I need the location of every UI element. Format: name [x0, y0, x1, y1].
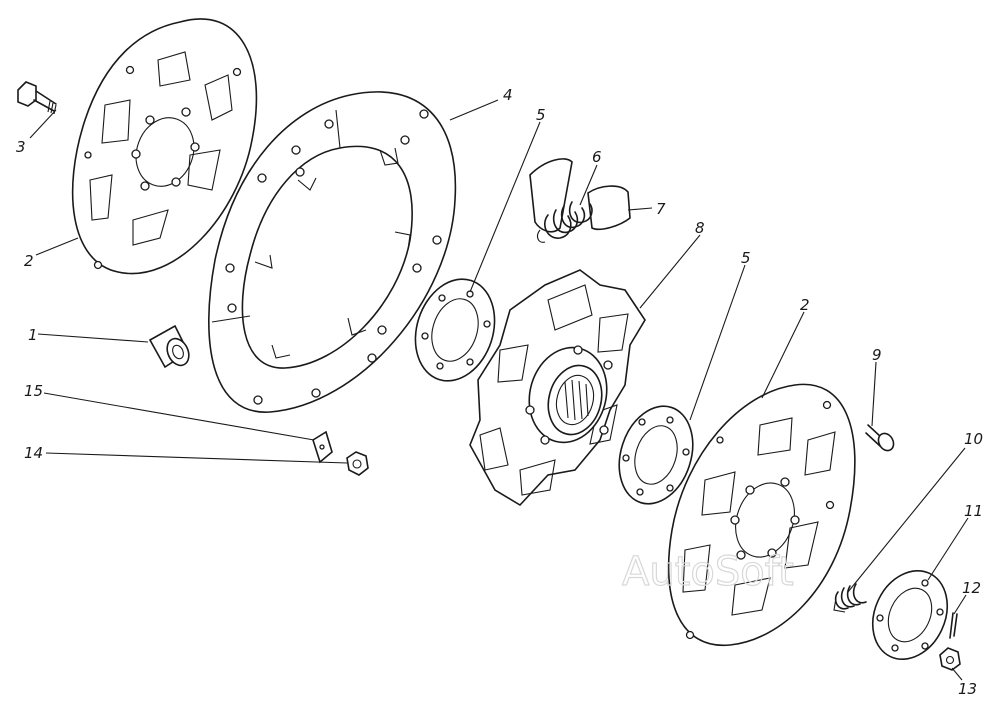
leader-lines — [29, 99, 969, 681]
label-3: 3 — [16, 138, 26, 156]
label-5b: 5 — [741, 249, 751, 267]
label-5a: 5 — [536, 106, 546, 124]
nut-14 — [346, 451, 369, 476]
label-15: 15 — [24, 382, 43, 400]
label-2a: 2 — [24, 252, 34, 270]
rivet — [865, 424, 895, 452]
drive-plate-right — [667, 383, 856, 647]
label-1: 1 — [28, 326, 38, 344]
label-9: 9 — [872, 346, 882, 364]
spacer — [148, 324, 190, 369]
spring-assembly — [529, 158, 631, 243]
washer-left — [414, 278, 496, 382]
label-11: 11 — [964, 502, 983, 520]
cotter-pin — [949, 612, 958, 639]
label-4: 4 — [503, 86, 513, 104]
lock-plate — [312, 430, 333, 464]
label-14: 14 — [24, 444, 43, 462]
drive-plate-left — [71, 18, 258, 275]
bolt — [17, 81, 57, 115]
label-2b: 2 — [800, 296, 810, 314]
label-6: 6 — [592, 148, 602, 166]
nut-13 — [939, 647, 961, 671]
watermark: AutoSoft — [622, 549, 794, 595]
label-7: 7 — [656, 200, 666, 218]
retainer-washer — [871, 569, 949, 661]
small-spring — [833, 583, 867, 613]
label-13: 13 — [958, 680, 977, 698]
part-labels: 1 2 3 4 5 6 7 8 5 2 9 10 11 12 13 14 15 — [16, 86, 983, 698]
label-12: 12 — [962, 579, 981, 597]
friction-ring — [208, 91, 457, 413]
label-8: 8 — [695, 219, 705, 237]
washer-right — [618, 405, 694, 505]
hub-flange — [469, 269, 646, 507]
label-10: 10 — [964, 430, 983, 448]
